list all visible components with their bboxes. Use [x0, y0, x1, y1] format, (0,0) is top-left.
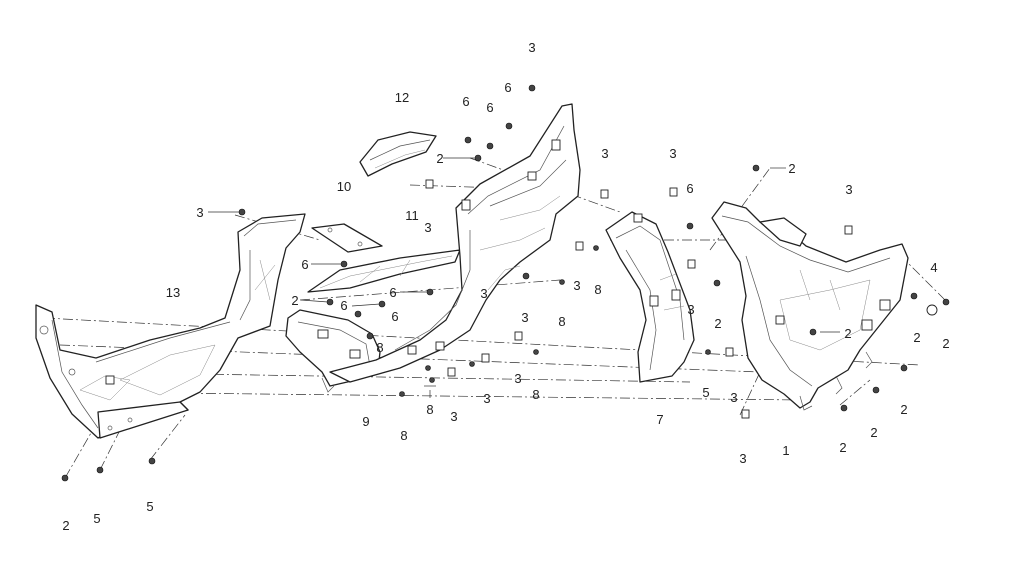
callout-8: 8	[532, 387, 539, 402]
callout-6: 6	[391, 309, 398, 324]
callout-4: 4	[930, 260, 937, 275]
callout-6: 6	[686, 181, 693, 196]
callout-3: 3	[669, 146, 676, 161]
callout-8: 8	[376, 340, 383, 355]
part-10-plate	[311, 223, 383, 253]
part-center-main-panel	[329, 103, 581, 383]
callout-3: 3	[601, 146, 608, 161]
callout-3: 3	[514, 371, 521, 386]
callout-5: 5	[93, 511, 100, 526]
callout-6: 6	[504, 80, 511, 95]
callout-8: 8	[558, 314, 565, 329]
callout-2: 2	[291, 293, 298, 308]
fasteners	[61, 84, 950, 482]
callout-2: 2	[844, 326, 851, 341]
callout-13: 13	[166, 285, 180, 300]
callouts: 3 6 6 6 12 2 3 10 11 3 6 2 6 6 6 8 13 3 …	[62, 40, 949, 533]
callout-2: 2	[913, 330, 920, 345]
callout-2: 2	[788, 161, 795, 176]
callout-8: 8	[426, 402, 433, 417]
callout-3: 3	[424, 220, 431, 235]
callout-9: 9	[362, 414, 369, 429]
callout-3: 3	[573, 278, 580, 293]
callout-1: 1	[782, 443, 789, 458]
callout-3: 3	[730, 390, 737, 405]
callout-8: 8	[594, 282, 601, 297]
callout-6: 6	[301, 257, 308, 272]
callout-6: 6	[486, 100, 493, 115]
callout-2: 2	[839, 440, 846, 455]
callout-3: 3	[196, 205, 203, 220]
callout-2: 2	[62, 518, 69, 533]
callout-3: 3	[739, 451, 746, 466]
callout-6: 6	[389, 285, 396, 300]
callout-3: 3	[483, 391, 490, 406]
callout-10: 10	[337, 179, 351, 194]
callout-6: 6	[462, 94, 469, 109]
callout-3: 3	[480, 286, 487, 301]
callout-8: 8	[400, 428, 407, 443]
callout-3: 3	[845, 182, 852, 197]
callout-2: 2	[714, 316, 721, 331]
part-13-left-lower-panel	[35, 213, 306, 439]
part-9-bracket	[285, 309, 381, 393]
part-12-small-cover	[359, 131, 437, 177]
callout-5: 5	[702, 385, 709, 400]
callout-7: 7	[656, 412, 663, 427]
part-1-right-panel	[711, 201, 909, 411]
callout-2: 2	[436, 151, 443, 166]
part-7-side-panel	[605, 211, 695, 383]
callout-5: 5	[146, 499, 153, 514]
part-11-strip	[307, 249, 461, 293]
callout-12: 12	[395, 90, 409, 105]
callout-3: 3	[687, 302, 694, 317]
leader-lines	[208, 157, 840, 398]
callout-3: 3	[521, 310, 528, 325]
callout-2: 2	[900, 402, 907, 417]
callout-2: 2	[942, 336, 949, 351]
callout-3: 3	[528, 40, 535, 55]
callout-3: 3	[450, 409, 457, 424]
callout-11: 11	[405, 208, 419, 223]
callout-2: 2	[870, 425, 877, 440]
callout-6: 6	[340, 298, 347, 313]
